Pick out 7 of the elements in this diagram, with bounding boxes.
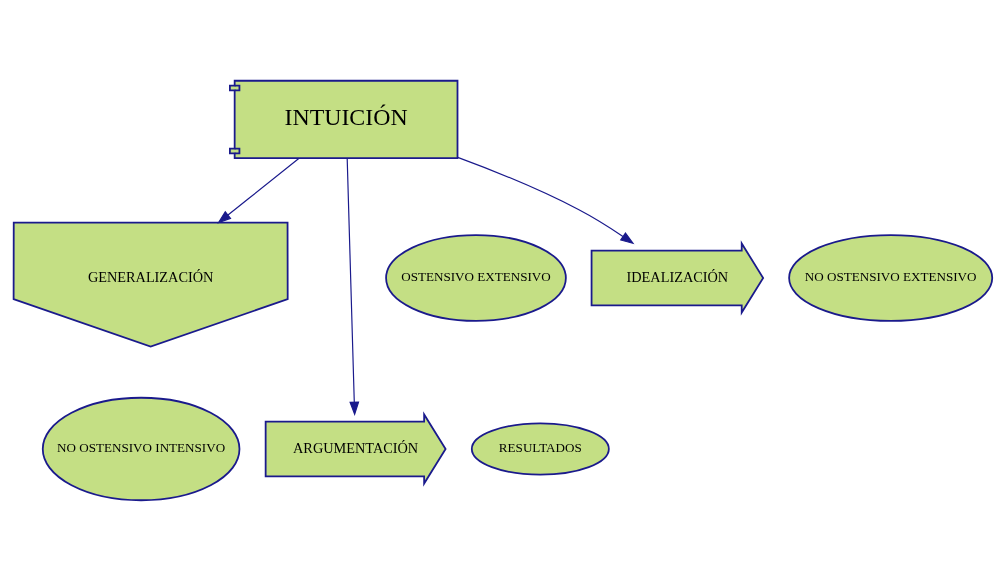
node-ellipse: NO OSTENSIVO EXTENSIVO [788,234,994,322]
arrow [457,156,635,245]
node-ellipse: RESULTADOS [470,422,610,476]
arrow [217,157,300,224]
arrow [346,157,360,417]
node-ellipse: NO OSTENSIVO INTENSIVO [41,396,241,502]
node-ellipse: OSTENSIVO EXTENSIVO [385,234,567,322]
